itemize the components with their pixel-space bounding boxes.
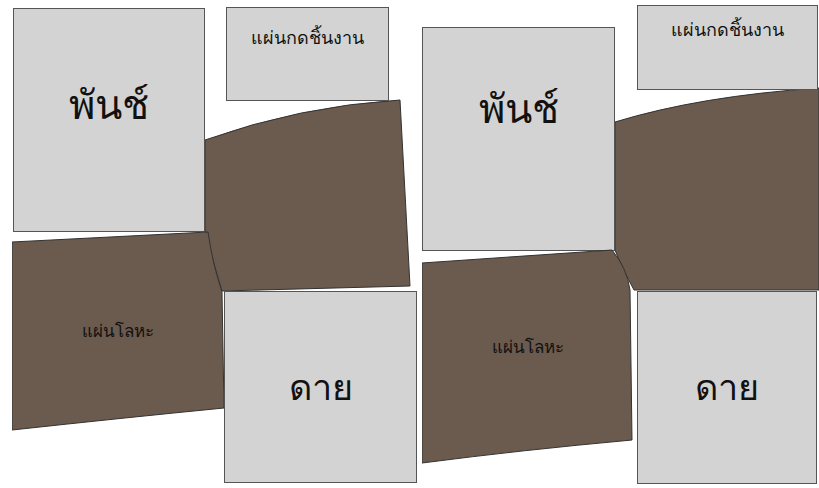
sheet-metal-shape: แผ่นโลหะ [12,228,224,432]
blank-holder-box: แผ่นกดชิ้นงาน [226,7,389,101]
die-box: ดาย [224,291,417,483]
punch-box: พันช์ [13,8,205,232]
sheet-metal-piece [615,88,819,290]
sheet-metal-fill [422,250,632,463]
die-box: ดาย [637,291,817,484]
part-label: พันช์ [479,77,559,141]
part-label: แผ่นกดชิ้นงาน [671,15,784,44]
blank-holder-box: แผ่นกดชิ้นงาน [637,5,818,90]
part-label: พันช์ [69,73,149,137]
sheet-metal-shape: แผ่นโลหะ [422,248,634,464]
sheet-metal-piece [205,100,410,291]
part-label: ดาย [695,359,759,416]
part-label: แผ่นกดชิ้นงาน [251,23,364,52]
part-label: ดาย [289,359,353,416]
part-label: แผ่นโลหะ [82,317,154,344]
part-label: แผ่นโลหะ [492,333,564,360]
sheet-metal-fill [12,232,224,430]
punch-box: พันช์ [422,27,615,251]
